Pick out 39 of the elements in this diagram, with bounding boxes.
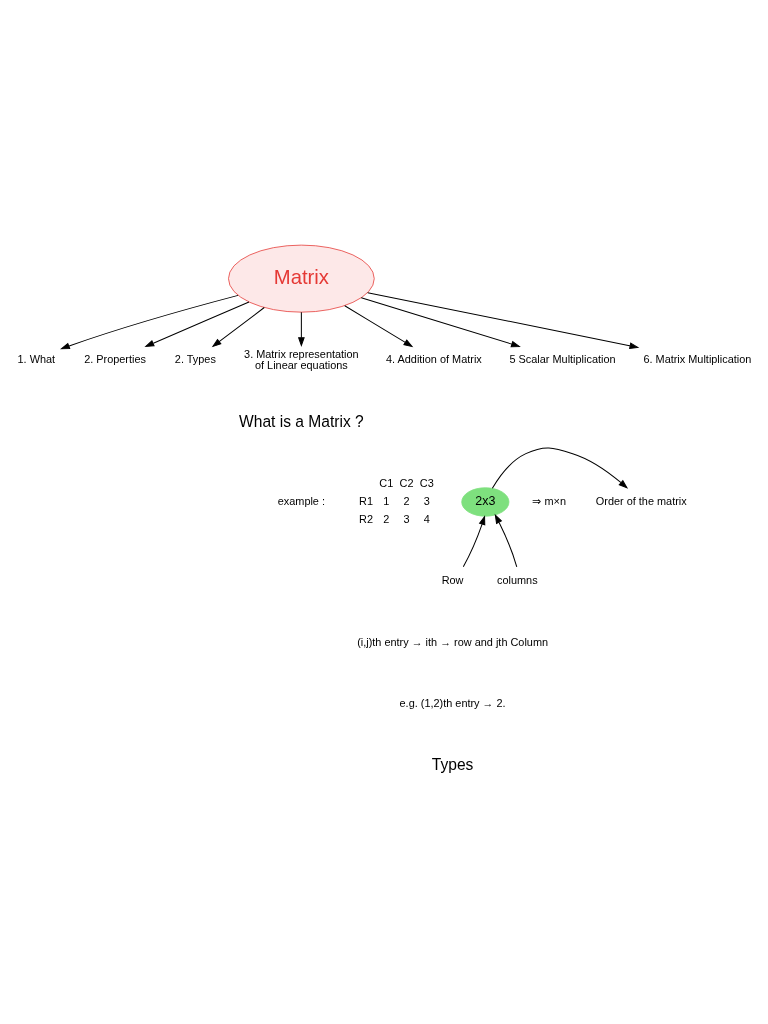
- node-ellipse: 2x3: [461, 486, 510, 517]
- arrow: [367, 291, 640, 349]
- label: R1: [359, 494, 374, 507]
- label: R2: [359, 512, 374, 525]
- label: ⇒ m×n: [532, 494, 567, 507]
- label: C1: [379, 476, 394, 489]
- node-text: columns: [496, 573, 538, 586]
- node-text: Order of the matrix: [595, 494, 687, 507]
- node-text: Row: [441, 573, 464, 586]
- node-text: 3. Matrix representation of Linear equations: [244, 347, 359, 371]
- label: 1: [383, 494, 390, 507]
- arrow: [494, 513, 518, 567]
- label: 3: [403, 512, 410, 525]
- arrow: [211, 306, 265, 347]
- label: 3: [423, 494, 430, 507]
- label: e.g. (1,2)th entry → 2.: [399, 696, 506, 709]
- node-text: 5 Scalar Multiplication: [509, 352, 616, 365]
- label: What is a Matrix ?: [239, 412, 364, 430]
- node-text: 2. Types: [174, 352, 216, 365]
- arrow: [462, 514, 486, 567]
- label: example :: [277, 494, 326, 507]
- node-text: 4. Addition of Matrix: [386, 352, 482, 365]
- label: C2: [399, 476, 414, 489]
- arrow: [144, 301, 250, 347]
- node-text: 6. Matrix Multiplication: [643, 352, 752, 365]
- arrow: [344, 304, 414, 347]
- arrow: [297, 311, 305, 347]
- label: 2: [403, 494, 410, 507]
- arrow: [360, 296, 521, 347]
- label: C3: [419, 476, 434, 489]
- label: (i,j)th entry → ith → row and jth Column: [357, 635, 549, 648]
- label: 2: [383, 512, 390, 525]
- node-ellipse: Matrix: [228, 244, 375, 313]
- node-text: 1. What: [17, 352, 56, 365]
- label: Types: [431, 755, 474, 773]
- arrow: [60, 294, 239, 349]
- label: 4: [423, 512, 430, 525]
- arrow: [491, 447, 629, 489]
- node-text: 2. Properties: [84, 352, 146, 365]
